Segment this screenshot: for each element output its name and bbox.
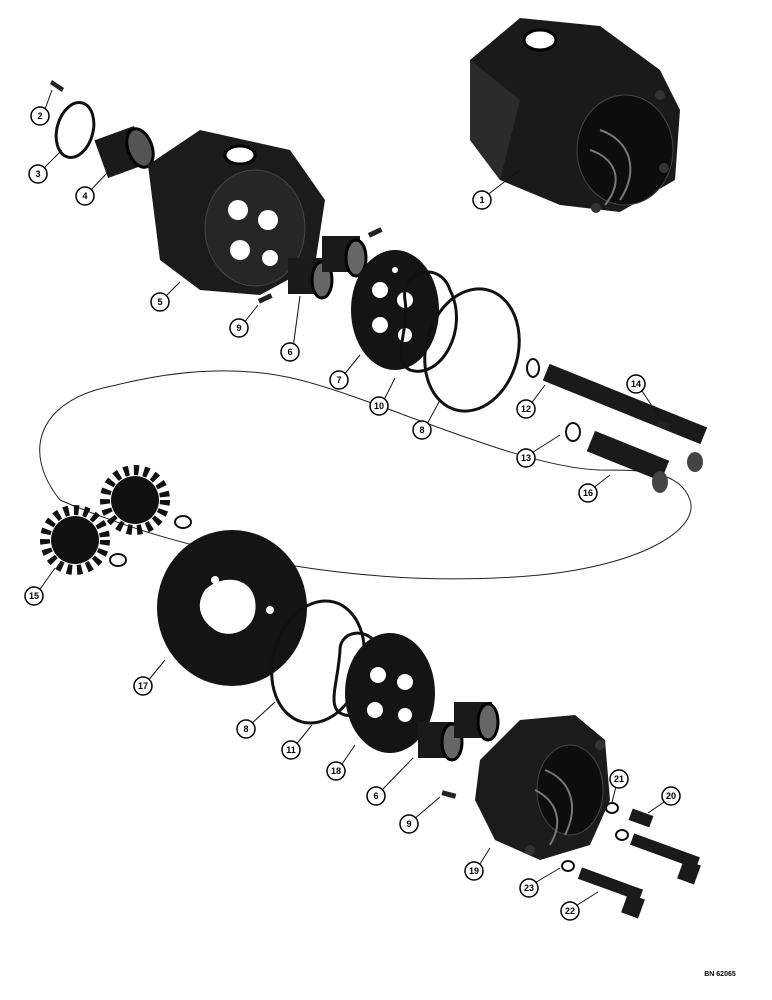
svg-text:5: 5 xyxy=(157,297,162,307)
svg-text:17: 17 xyxy=(138,681,148,691)
callout-17: 17 xyxy=(133,676,153,696)
dowel-part-9-lower xyxy=(441,790,457,799)
callout-15: 15 xyxy=(24,586,44,606)
svg-text:18: 18 xyxy=(331,766,341,776)
svg-text:6: 6 xyxy=(373,791,378,801)
dowel-part-9-upper xyxy=(257,293,273,304)
bearings-part-6-upper xyxy=(288,236,368,300)
svg-text:11: 11 xyxy=(286,745,296,755)
svg-text:7: 7 xyxy=(336,375,341,385)
callout-23: 23 xyxy=(519,878,539,898)
callout-18: 18 xyxy=(326,761,346,781)
svg-text:6: 6 xyxy=(287,347,292,357)
key-part-2 xyxy=(50,80,64,92)
dowel-part-9-top xyxy=(367,227,383,238)
rear-housing-part-19 xyxy=(475,715,610,860)
assembled-pump xyxy=(470,18,680,213)
callouts: 1 2 3 4 5 6 6 7 8 8 9 9 10 11 12 13 14 1… xyxy=(24,106,681,921)
bearings-part-6-lower xyxy=(418,702,500,762)
svg-text:22: 22 xyxy=(565,906,575,916)
bearing-part-4 xyxy=(94,126,155,178)
svg-text:21: 21 xyxy=(614,774,624,784)
callout-3: 3 xyxy=(28,164,48,184)
svg-text:19: 19 xyxy=(469,866,479,876)
washer-part-21-upper xyxy=(605,802,619,814)
callout-9-upper: 9 xyxy=(229,318,249,338)
callout-8-upper: 8 xyxy=(412,420,432,440)
svg-text:2: 2 xyxy=(37,111,42,121)
callout-6-upper: 6 xyxy=(280,342,300,362)
svg-text:8: 8 xyxy=(243,724,248,734)
snap-ring-part-13 xyxy=(565,422,581,442)
callout-7: 7 xyxy=(329,370,349,390)
callout-4: 4 xyxy=(75,186,95,206)
svg-text:8: 8 xyxy=(419,425,424,435)
svg-text:20: 20 xyxy=(666,791,676,801)
callout-11: 11 xyxy=(281,740,301,760)
gear-upper xyxy=(100,465,170,535)
callout-2: 2 xyxy=(30,106,50,126)
svg-text:15: 15 xyxy=(29,591,39,601)
key-part-14 xyxy=(657,420,670,430)
svg-text:14: 14 xyxy=(631,379,641,389)
wear-plate-part-7 xyxy=(351,250,439,370)
svg-text:4: 4 xyxy=(82,191,87,201)
svg-text:3: 3 xyxy=(35,169,40,179)
front-housing-part-5 xyxy=(148,130,325,295)
gear-part-15 xyxy=(40,505,110,575)
wear-plate-part-18 xyxy=(345,633,435,753)
svg-text:1: 1 xyxy=(479,195,484,205)
callout-6-lower: 6 xyxy=(366,786,386,806)
svg-text:9: 9 xyxy=(406,819,411,829)
callout-14: 14 xyxy=(626,374,646,394)
callout-19: 19 xyxy=(464,861,484,881)
callout-20: 20 xyxy=(661,786,681,806)
svg-text:9: 9 xyxy=(236,323,241,333)
svg-text:23: 23 xyxy=(524,883,534,893)
bolt-part-20 xyxy=(628,808,654,828)
callout-12: 12 xyxy=(516,399,536,419)
callout-21: 21 xyxy=(609,769,629,789)
snap-ring-gear-lower xyxy=(109,553,127,567)
callout-9-lower: 9 xyxy=(399,814,419,834)
washer-part-21-lower xyxy=(615,829,629,841)
o-ring-part-8-upper xyxy=(423,287,521,413)
shaft-part-16 xyxy=(586,430,670,493)
drawing-code: BN 62065 xyxy=(704,971,736,978)
callout-8-lower: 8 xyxy=(236,719,256,739)
callout-22: 22 xyxy=(560,901,580,921)
callout-5: 5 xyxy=(150,292,170,312)
washer-part-23 xyxy=(561,860,575,872)
bolt-part-22 xyxy=(577,867,645,919)
svg-text:12: 12 xyxy=(521,404,531,414)
callout-13: 13 xyxy=(516,448,536,468)
snap-ring-gear-upper xyxy=(174,515,192,529)
bolt-long-upper xyxy=(630,833,701,885)
gear-housing-part-17 xyxy=(157,530,307,686)
callout-10: 10 xyxy=(369,396,389,416)
svg-text:16: 16 xyxy=(583,488,593,498)
gasket-part-10 xyxy=(399,270,458,373)
svg-text:13: 13 xyxy=(521,453,531,463)
snap-ring-part-13-upper xyxy=(526,358,540,378)
callout-1: 1 xyxy=(472,190,492,210)
callout-16: 16 xyxy=(578,483,598,503)
snap-ring-part-3 xyxy=(54,101,96,159)
svg-text:10: 10 xyxy=(374,401,384,411)
